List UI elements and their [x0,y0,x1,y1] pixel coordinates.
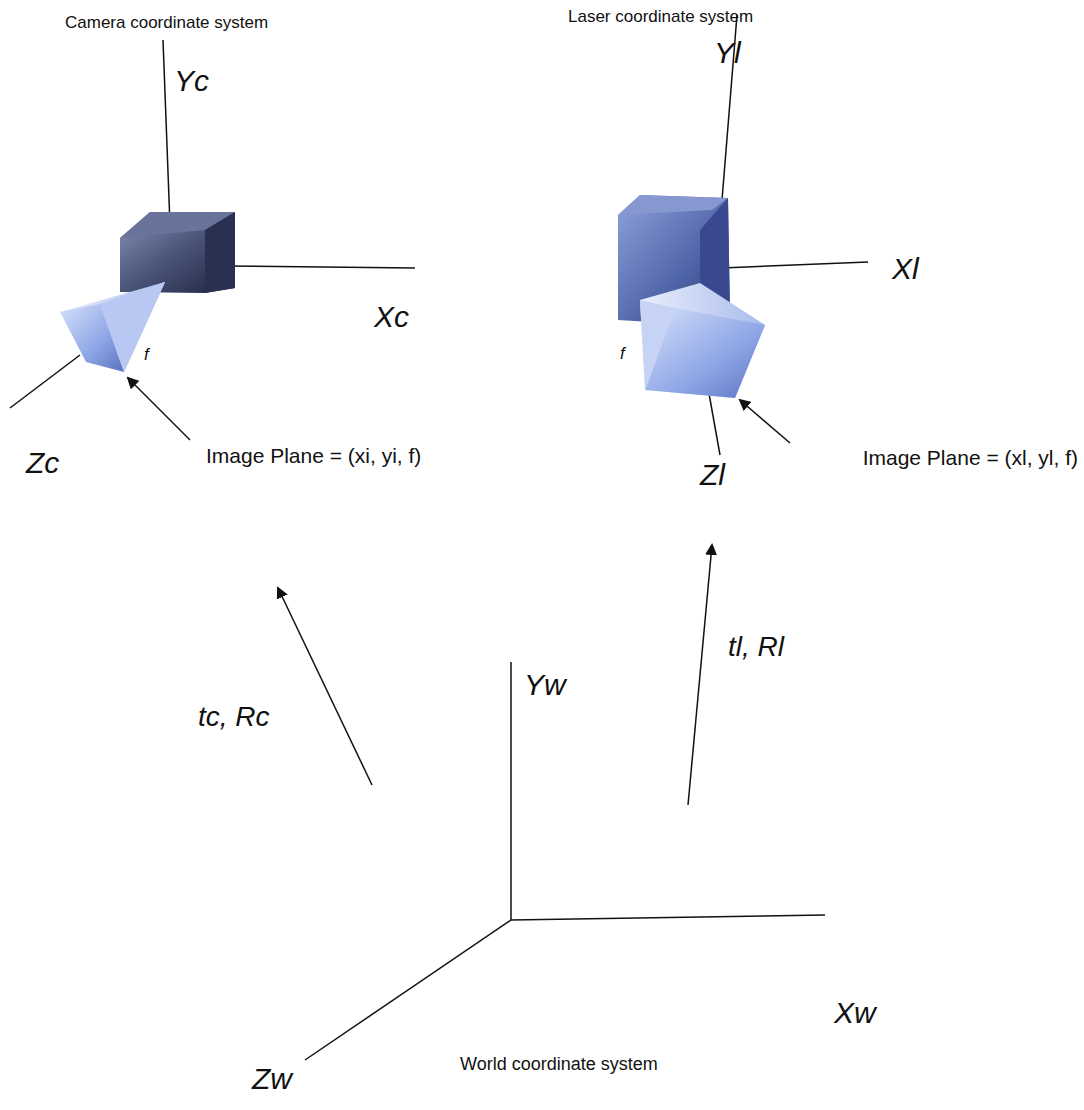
system-title: Camera coordinate system [65,14,268,33]
axis-label: Zc [26,446,59,479]
axis-label: Yc [174,64,209,97]
focal-label: f [620,345,625,364]
laser-body [618,195,765,398]
focal-label: f [144,346,149,365]
camera-body [60,212,235,372]
transform-label: tl, Rl [728,632,784,663]
axis-label: Yw [524,668,566,701]
axis-label: Zl [700,458,725,491]
axis-label: Xc [374,300,409,333]
transform-label: tc, Rc [198,702,270,733]
image-plane-label: Image Plane = (xl, yl, f) [863,446,1078,469]
axis-label: Xl [892,252,919,285]
system-title: World coordinate system [460,1055,658,1075]
system-title: Laser coordinate system [568,8,753,27]
axes [10,15,868,1060]
axis-label: Zw [252,1062,292,1095]
image-plane-label: Image Plane = (xi, yi, f) [206,444,421,467]
arrows [128,378,790,805]
axis-label: Xw [834,996,876,1029]
axis-label: Yl [714,36,741,69]
